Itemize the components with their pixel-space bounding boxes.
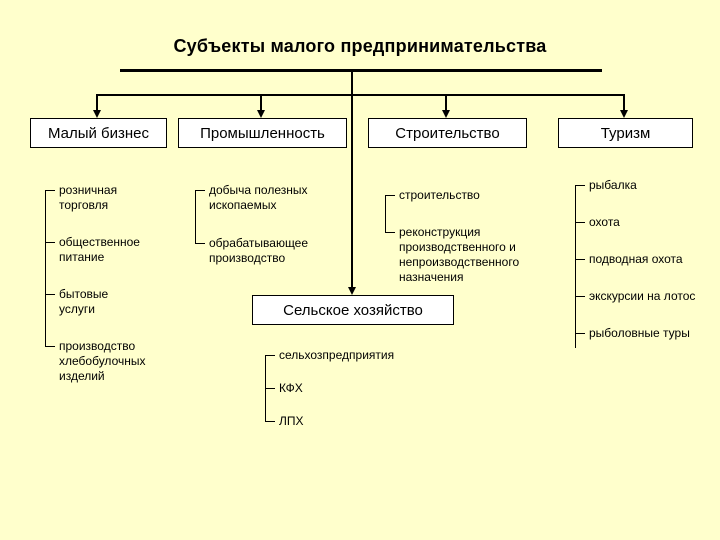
tick-line [45,190,55,191]
tick-line [45,294,55,295]
list-item: КФХ [265,381,429,396]
item-label: добыча полезных ископаемых [209,183,308,212]
tick-line [575,259,585,260]
item-label: рыбалка [589,178,637,192]
title-underline [120,69,602,72]
vertical-line [45,190,46,346]
tick-line [575,185,585,186]
node-label: Малый бизнес [47,124,150,142]
item-list-maly-biznes: розничная торговля общественное питание бы… [45,183,145,384]
list-item: охота [575,215,699,230]
item-label: сельхозпредприятия [279,348,395,362]
tick-line [265,388,275,389]
tick-line [385,195,395,196]
list-item: добыча полезных ископаемых [195,183,329,213]
list-item: ЛПХ [265,414,429,429]
vertical-line [385,195,386,232]
tick-line [575,333,585,334]
vertical-line [575,185,576,348]
list-item: общественное питание [45,235,140,265]
list-item: производство хлебобулочных изделий [45,339,145,384]
tick-line [45,242,55,243]
item-label: рыболовные туры [589,326,690,340]
node-stroitelstvo: Строительство [368,118,527,148]
node-promyshlennost: Промышленность [178,118,347,148]
list-item: обрабатывающее производство [195,236,329,266]
tick-line [575,222,585,223]
item-label: розничная торговля [59,183,118,212]
list-item: реконструкция производственного и непрои… [385,225,544,285]
node-label: Туризм [600,124,651,142]
diagram-title: Субъекты малого предпринимательства [173,36,547,56]
node-label: Сельское хозяйство [283,301,423,319]
item-label: подводная охота [589,252,683,266]
item-label: бытовые услуги [59,287,109,316]
node-label: Строительство [395,124,500,142]
list-item: розничная торговля [45,183,139,213]
node-selskoe-hozyaystvo: Сельское хозяйство [252,295,454,325]
node-maly-biznes: Малый бизнес [30,118,167,148]
list-item: сельхозпредприятия [265,348,429,363]
node-label: Промышленность [200,124,325,142]
vertical-line [195,190,196,243]
item-label: общественное питание [59,235,140,264]
list-item: подводная охота [575,252,699,267]
item-list-stroitelstvo: строительство реконструкция производствен… [385,188,544,285]
node-turizm: Туризм [558,118,693,148]
item-label: строительство [399,188,480,202]
item-label: экскурсии на лотос [589,289,696,303]
item-list-turizm: рыбалка охота подводная охота экскурсии на … [575,178,699,348]
list-item: бытовые услуги [45,287,139,317]
tick-line [195,190,205,191]
item-label: обрабатывающее производство [209,236,309,265]
tick-line [265,355,275,356]
list-item: рыбалка [575,178,699,193]
tick-line [195,243,205,244]
list-item: рыболовные туры [575,326,699,341]
tick-line [575,296,585,297]
item-list-promyshlennost: добыча полезных ископаемых обрабатывающее… [195,183,329,266]
tick-line [265,421,275,422]
item-label: производство хлебобулочных изделий [59,339,146,383]
item-label: охота [589,215,620,229]
tick-line [385,232,395,233]
list-item: строительство [385,188,544,203]
item-label: реконструкция производственного и непрои… [399,225,520,284]
item-label: КФХ [279,381,303,395]
list-item: экскурсии на лотос [575,289,699,304]
tick-line [45,346,55,347]
item-label: ЛПХ [279,414,304,428]
